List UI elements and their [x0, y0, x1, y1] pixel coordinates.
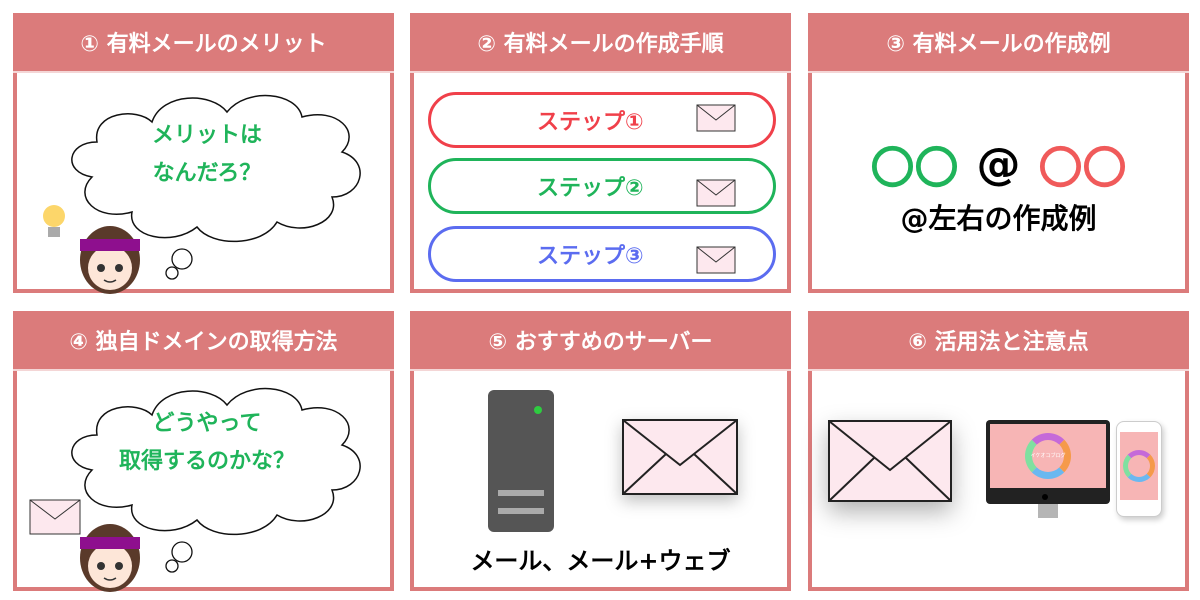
card-title: ② 有料メールの作成手順	[410, 13, 791, 73]
card-steps: ② 有料メールの作成手順 ステップ① ステップ② ステップ③	[410, 13, 791, 293]
step-1: ステップ①	[428, 92, 776, 148]
monitor-stand	[1038, 504, 1058, 518]
smartphone-icon	[1116, 421, 1162, 517]
card-server: ⑤ おすすめのサーバー メール、メール+ウェブ	[410, 311, 791, 591]
server-caption: メール、メール+ウェブ	[470, 547, 731, 575]
lightbulb-icon	[43, 205, 65, 227]
desktop-monitor-icon: イケオコブログ	[986, 420, 1110, 504]
server-icon	[488, 390, 554, 532]
card-title: ① 有料メールのメリット	[13, 13, 394, 73]
local-part-placeholder: 〇〇	[870, 143, 959, 194]
card-title: ③ 有料メールの作成例	[808, 13, 1189, 73]
envelope-icon	[622, 419, 738, 495]
bubble-line-2: なんだろ？	[152, 161, 262, 186]
step-2: ステップ②	[428, 158, 776, 214]
girl-avatar	[80, 225, 140, 294]
screen-blog-title: イケオコブログ	[1030, 453, 1066, 459]
at-sign: @	[976, 138, 1021, 190]
card-title: ④ 独自ドメインの取得方法	[13, 311, 394, 371]
girl-avatar	[80, 523, 140, 592]
lightbulb-base-icon	[48, 227, 60, 237]
card-merits: ① 有料メールのメリット メリットは なんだろ？	[13, 13, 394, 294]
domain-placeholder: 〇〇	[1038, 143, 1127, 194]
envelope-icon	[29, 499, 81, 535]
bubble-line-2: 取得するのかな？	[118, 449, 295, 474]
example-caption: @左右の作成例	[900, 202, 1097, 235]
envelope-icon	[696, 246, 736, 274]
bubble-line-1: どうやって	[152, 411, 262, 436]
card-example: ③ 有料メールの作成例 〇〇 @ 〇〇 @左右の作成例	[808, 13, 1189, 293]
card-title: ⑤ おすすめのサーバー	[410, 311, 791, 371]
envelope-icon	[828, 420, 952, 502]
card-title: ⑥ 活用法と注意点	[808, 311, 1189, 371]
envelope-icon	[696, 179, 736, 207]
card-usage: ⑥ 活用法と注意点 イケオコブログ	[808, 311, 1189, 591]
bubble-line-1: メリットは	[151, 123, 262, 148]
step-3: ステップ③	[428, 226, 776, 282]
envelope-icon	[696, 104, 736, 132]
card-domain: ④ 独自ドメインの取得方法 どうやって 取得するのかな？	[13, 311, 394, 592]
